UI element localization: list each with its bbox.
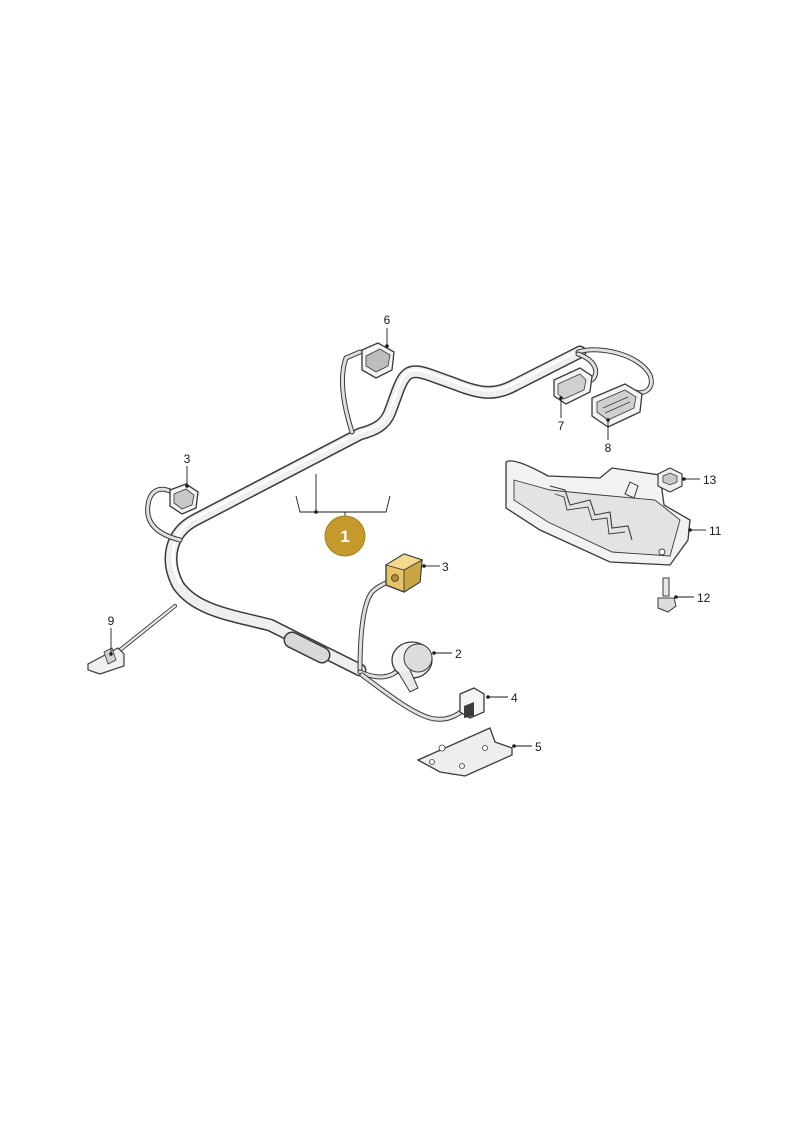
callout-4[interactable]: 4 bbox=[511, 691, 518, 705]
callout-badge-1[interactable]: 1 bbox=[324, 515, 366, 557]
callout-12[interactable]: 12 bbox=[697, 591, 711, 605]
clip-nut-13 bbox=[657, 467, 683, 493]
callout-8[interactable]: 8 bbox=[605, 441, 612, 455]
connector-3-left bbox=[169, 483, 199, 515]
callout-11[interactable]: 11 bbox=[709, 524, 722, 538]
callout-3-right[interactable]: 3 bbox=[442, 560, 449, 574]
sensor-3-highlighted bbox=[384, 553, 424, 593]
cable-tie-9 bbox=[87, 604, 177, 675]
callout-leaders bbox=[109, 328, 706, 748]
sensor-2 bbox=[391, 641, 433, 693]
connector-7 bbox=[553, 367, 593, 405]
callout-13[interactable]: 13 bbox=[703, 473, 717, 487]
callout-labels: 6 3 7 8 3 2 4 5 9 11 12 13 bbox=[108, 313, 722, 754]
connector-6 bbox=[361, 342, 395, 379]
callout-3-left[interactable]: 3 bbox=[184, 452, 191, 466]
callout-5[interactable]: 5 bbox=[535, 740, 542, 754]
cover-plate-11 bbox=[505, 460, 691, 566]
callout-7[interactable]: 7 bbox=[558, 419, 565, 433]
bracket-5 bbox=[416, 727, 513, 777]
bolt-12 bbox=[657, 577, 677, 613]
callout-2[interactable]: 2 bbox=[455, 647, 462, 661]
main-harness bbox=[145, 345, 654, 722]
callout-6[interactable]: 6 bbox=[384, 313, 391, 327]
part-4 bbox=[459, 687, 485, 719]
callout-1-label: 1 bbox=[340, 527, 349, 546]
callout-9[interactable]: 9 bbox=[108, 614, 115, 628]
connector-8 bbox=[591, 383, 643, 428]
